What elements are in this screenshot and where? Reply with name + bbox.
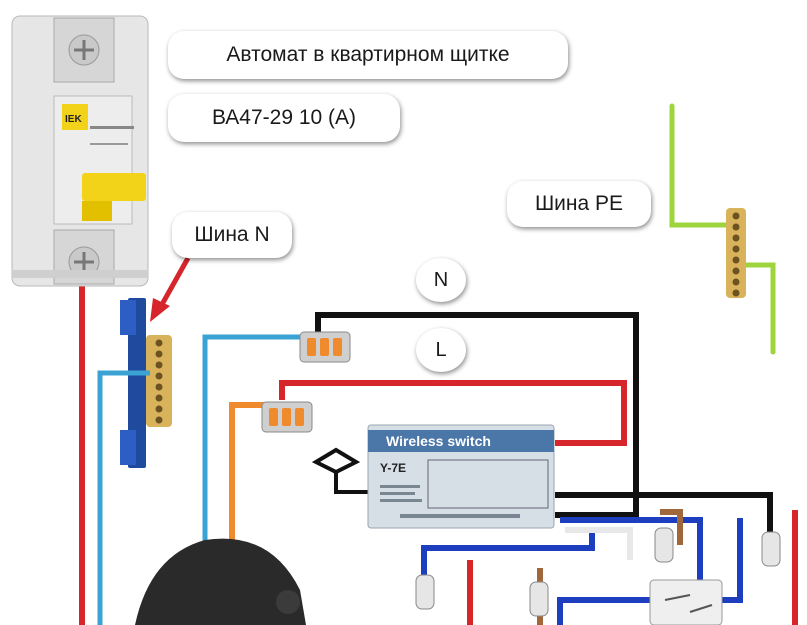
wall-switch bbox=[649, 579, 723, 625]
bus-screw bbox=[155, 372, 163, 380]
pe-bus-label: Шина PE bbox=[507, 181, 651, 227]
wago-connector-n bbox=[299, 331, 351, 363]
bus-screw bbox=[155, 394, 163, 402]
bus-screw bbox=[732, 267, 740, 275]
lamp-socket bbox=[135, 538, 306, 625]
terminal-caps bbox=[415, 527, 781, 617]
wago-connector-l bbox=[261, 401, 313, 433]
bus-screw bbox=[155, 383, 163, 391]
neutral-bus bbox=[120, 298, 172, 468]
breaker-brand: IEK bbox=[65, 114, 82, 125]
bus-screw bbox=[732, 256, 740, 264]
breaker-callout: Автомат в квартирном щитке bbox=[168, 31, 568, 79]
bus-screw bbox=[732, 212, 740, 220]
bus-screw bbox=[155, 416, 163, 424]
wireless-switch-module: Wireless switch Y-7E bbox=[367, 424, 555, 529]
pe-bus-bar bbox=[726, 208, 746, 298]
neutral-bus-label: Шина N bbox=[172, 212, 292, 258]
module-title: Wireless switch bbox=[386, 433, 491, 449]
bus-screw bbox=[732, 245, 740, 253]
circuit-breaker: IEK bbox=[11, 15, 149, 287]
n-wire-label: N bbox=[416, 258, 466, 302]
bus-screw bbox=[732, 289, 740, 297]
antenna-icon bbox=[311, 447, 370, 494]
bus-screw bbox=[155, 339, 163, 347]
breaker-brand-logo bbox=[62, 104, 88, 130]
bus-screw bbox=[732, 278, 740, 286]
l-wire bbox=[279, 380, 627, 446]
n-wire bbox=[315, 312, 639, 518]
neutral-bus-arrow bbox=[150, 256, 191, 322]
bus-screw bbox=[155, 361, 163, 369]
bus-screw bbox=[732, 223, 740, 231]
bus-screw bbox=[155, 405, 163, 413]
pe-wire bbox=[669, 103, 776, 355]
module-model: Y-7E bbox=[380, 461, 406, 475]
breaker-model-callout: ВА47-29 10 (А) bbox=[168, 94, 400, 142]
breaker-handle bbox=[82, 173, 146, 201]
bus-screw bbox=[732, 234, 740, 242]
bus-screw bbox=[155, 350, 163, 358]
neutral-wires bbox=[97, 334, 305, 625]
l-wire-label: L bbox=[416, 328, 466, 372]
